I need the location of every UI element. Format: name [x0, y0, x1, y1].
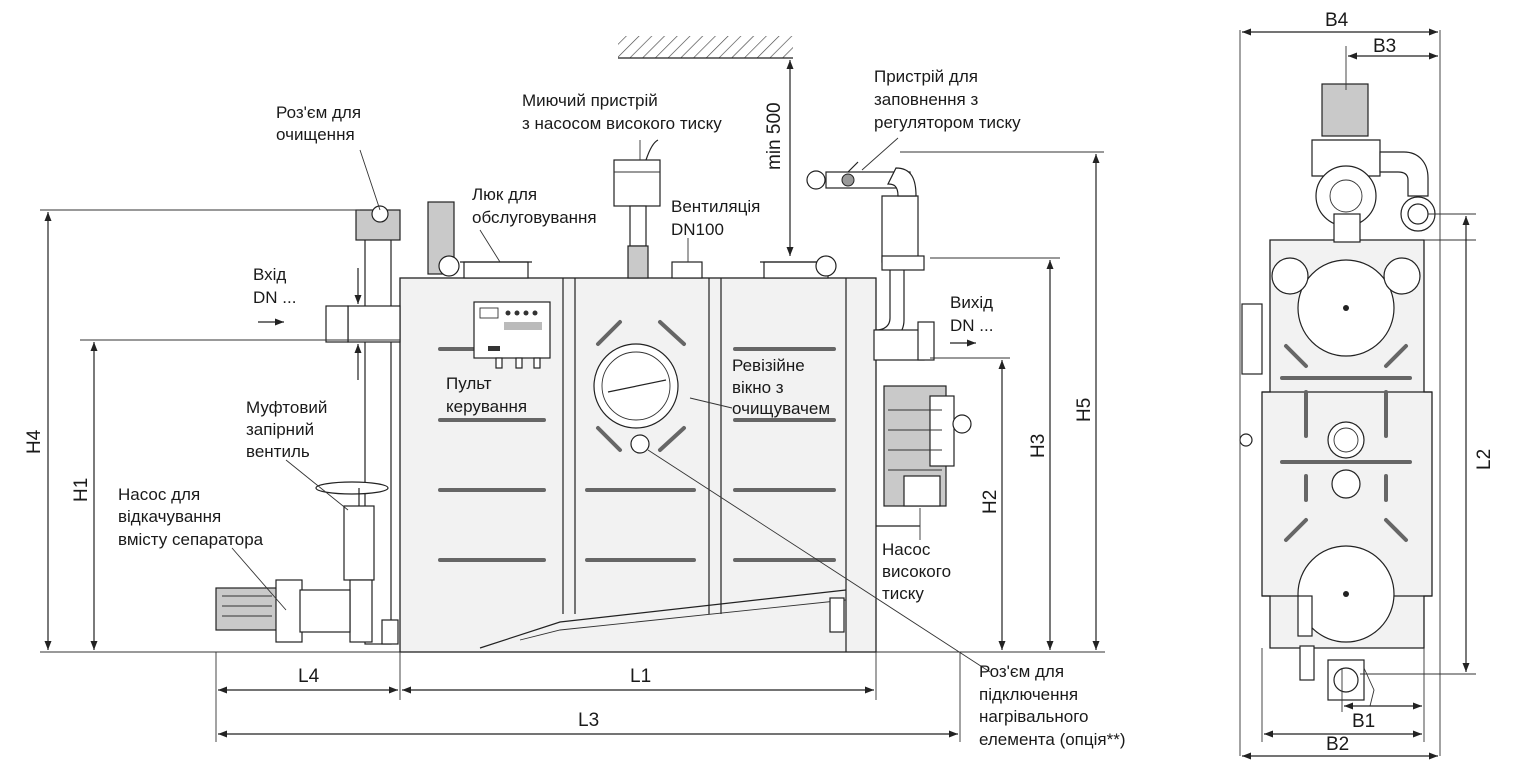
front-pump-top	[1311, 83, 1436, 243]
dim-L1: L1	[630, 666, 651, 687]
dim-H4: H4	[24, 429, 45, 454]
dim-L2: L2	[1474, 449, 1495, 470]
dimension-lines-front	[1239, 28, 1476, 760]
filling-device	[806, 161, 935, 361]
label-outlet: Вихід DN ...	[950, 293, 998, 335]
text-labels: Роз'єм для очищення Миючий пристрій з на…	[24, 10, 1495, 755]
dim-B1: B1	[1352, 711, 1375, 732]
leader-lines	[231, 137, 991, 673]
label-filling-device: Пристрій для заповнення з регулятором ти…	[874, 67, 1021, 132]
vent-hatch	[671, 255, 837, 279]
dim-L4: L4	[298, 666, 320, 687]
label-high-pressure-pump: Насос високого тиску	[882, 540, 956, 603]
dim-H3: H3	[1028, 434, 1049, 458]
tank-ribs	[438, 347, 836, 562]
dim-H2: H2	[980, 490, 1001, 514]
front-view	[1239, 28, 1476, 760]
control-panel	[473, 301, 551, 369]
label-control-panel: Пульт керування	[446, 374, 527, 416]
ceiling-hatch	[618, 36, 793, 59]
label-heater-connector: Роз'єм для підключення нагрівального еле…	[979, 662, 1126, 749]
label-separator-pump: Насос для відкачування вмісту сепаратора	[118, 485, 264, 549]
maintenance-hatch	[427, 201, 532, 279]
dimension-lines-side	[40, 60, 1104, 742]
label-cleaning-connector: Роз'єм для очищення	[276, 103, 366, 144]
dim-B3: B3	[1373, 36, 1396, 57]
front-bottom-fittings	[1239, 433, 1375, 707]
gate-valve	[315, 481, 389, 643]
washer-unit	[613, 139, 661, 279]
dim-min500: min 500	[764, 102, 785, 170]
label-washer: Миючий пристрій з насосом високого тиску	[522, 91, 722, 133]
label-inlet: Вхід DN ...	[253, 265, 296, 307]
high-pressure-pump	[876, 385, 972, 527]
separator-tank	[399, 277, 877, 653]
dim-H1: H1	[71, 478, 92, 502]
dim-L3: L3	[578, 710, 599, 731]
side-view	[40, 36, 1105, 742]
dim-B4: B4	[1325, 10, 1349, 31]
dim-H5: H5	[1074, 398, 1095, 422]
label-vent: Вентиляція DN100	[671, 197, 765, 239]
label-maintenance-hatch: Люк для обслуговування	[472, 185, 597, 227]
dim-B2: B2	[1326, 734, 1349, 755]
revision-window	[593, 343, 679, 454]
separator-pump	[215, 579, 399, 645]
label-revision-window: Ревізійне вікно з очищувачем	[732, 356, 830, 418]
front-tank	[1241, 239, 1433, 649]
label-gate-valve: Муфтовий запірний вентиль	[246, 398, 332, 461]
